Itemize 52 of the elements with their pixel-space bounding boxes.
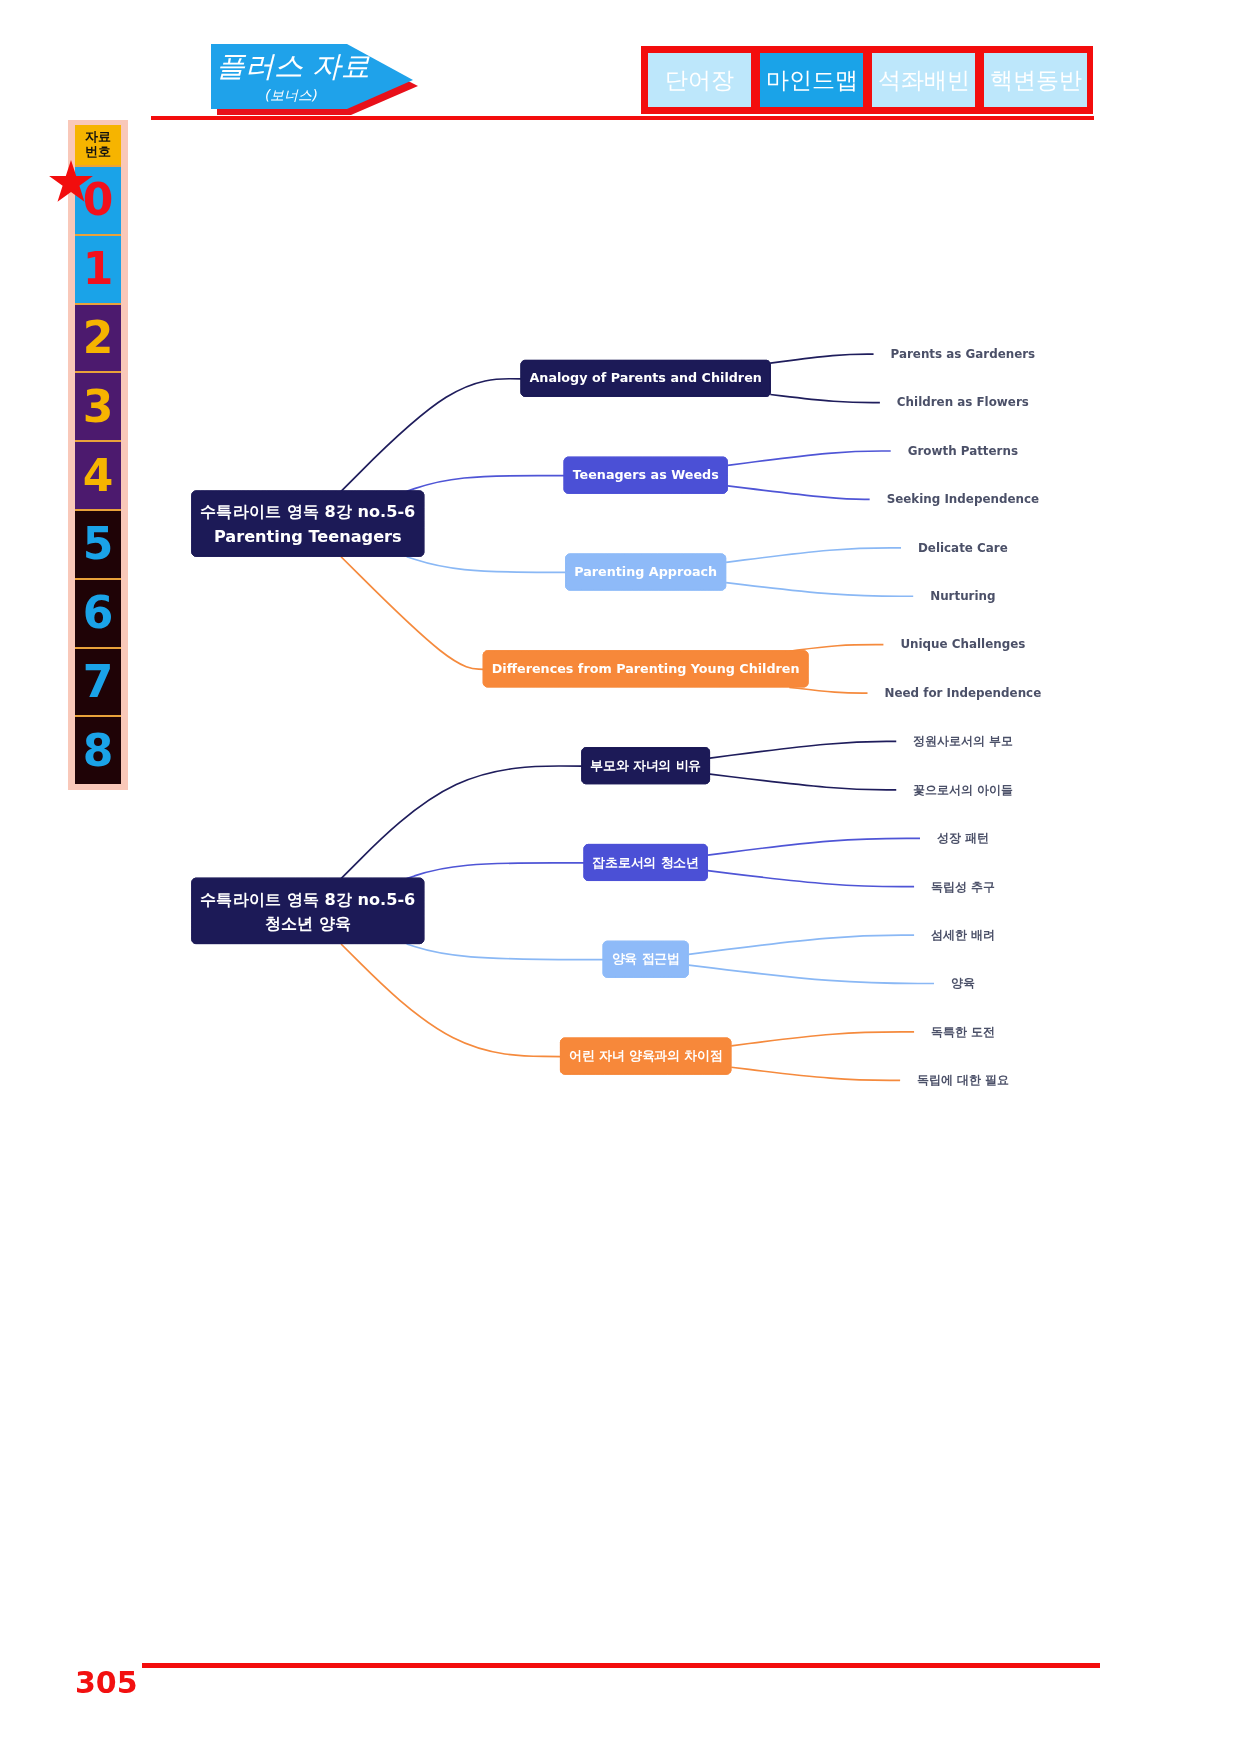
index-tab: 2 <box>75 302 121 372</box>
connector <box>769 393 881 404</box>
node-text: Growth Patterns <box>907 443 1019 458</box>
node-text: Children as Flowers <box>896 395 1029 409</box>
node-text: Nurturing <box>930 589 996 603</box>
active-tab: 마인드맵 <box>760 53 863 107</box>
node-text: Parents as Gardeners <box>890 346 1036 361</box>
index-tab: 8 <box>75 715 121 785</box>
index-tab: 0 <box>75 165 121 234</box>
connector <box>405 943 605 961</box>
node-text: 꽃으로서의 아이들 <box>913 782 1013 797</box>
tab: 석좌배빈 <box>872 53 975 107</box>
connector <box>405 555 567 574</box>
connector <box>730 1031 915 1047</box>
connector <box>769 353 875 365</box>
node-text: Delicate Care <box>917 540 1008 555</box>
connector <box>725 581 915 598</box>
banner-title: 플러스 자료 <box>216 52 371 81</box>
connector <box>340 765 584 880</box>
page-number: 305 <box>75 1668 138 1698</box>
connector <box>730 1066 901 1082</box>
node-text: Seeking Independence <box>886 492 1040 506</box>
sidebar-heading: 자료 번호 <box>75 125 121 165</box>
node-text: 독특한 도전 <box>931 1024 995 1039</box>
node-text: 독립에 대한 필요 <box>917 1073 1009 1087</box>
index-tab: 4 <box>75 440 121 509</box>
index-tab: 3 <box>75 371 121 441</box>
tab: 핵변동반 <box>984 53 1087 107</box>
connector <box>725 547 902 564</box>
connector <box>709 740 898 759</box>
connector <box>726 485 871 501</box>
node-text: Need for Independence <box>884 685 1042 700</box>
connector <box>687 934 915 956</box>
index-tab: 1 <box>75 233 121 303</box>
connector <box>340 943 562 1058</box>
node-text: 독립성 추구 <box>931 879 995 894</box>
index-tab: 6 <box>75 577 121 647</box>
node-text: 성장 패턴 <box>937 831 989 845</box>
connector <box>687 964 935 985</box>
connector <box>709 773 898 791</box>
node-text: 정원사로서의 부모 <box>913 734 1013 748</box>
connector <box>340 555 485 671</box>
connector <box>726 450 892 467</box>
index-tab: 5 <box>75 509 121 578</box>
banner-subtitle: (보너스) <box>265 88 318 102</box>
tab: 단어장 <box>648 53 751 107</box>
connector <box>706 837 921 856</box>
connector <box>706 869 915 888</box>
node-text: 양육 <box>950 976 975 990</box>
index-tab: 7 <box>75 646 121 716</box>
node-text: 섬세한 배려 <box>931 927 995 942</box>
node-text: Unique Challenges <box>900 637 1026 652</box>
